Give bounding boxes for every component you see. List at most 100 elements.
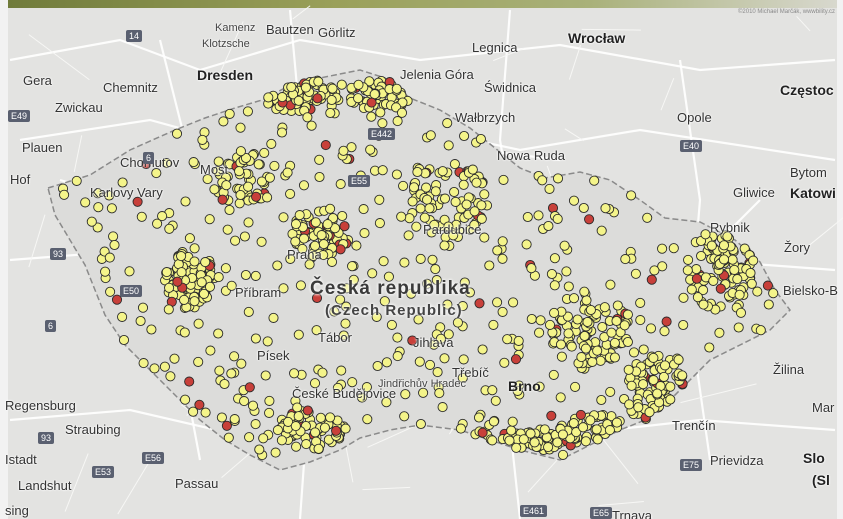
- city-label: Trenčín: [672, 418, 716, 433]
- marker-yellow: [381, 397, 392, 408]
- marker-yellow: [497, 253, 508, 264]
- marker-yellow: [294, 210, 305, 221]
- marker-yellow: [335, 294, 346, 305]
- marker-yellow: [399, 257, 410, 268]
- marker-yellow: [300, 82, 311, 93]
- marker-yellow: [585, 415, 596, 426]
- city-label: Žilina: [773, 362, 805, 377]
- marker-yellow: [698, 299, 709, 310]
- marker-red: [510, 354, 522, 365]
- marker-yellow: [592, 345, 603, 356]
- marker-yellow: [220, 263, 231, 274]
- marker-yellow: [596, 394, 607, 406]
- marker-yellow: [374, 218, 385, 229]
- city-label: Rybnik: [710, 220, 750, 235]
- marker-yellow: [163, 304, 174, 315]
- marker-yellow: [229, 414, 240, 425]
- marker-yellow: [278, 212, 289, 223]
- marker-yellow: [169, 353, 180, 364]
- marker-yellow: [285, 253, 296, 264]
- marker-yellow: [165, 371, 176, 382]
- city-label: Kamenz: [215, 22, 256, 34]
- marker-yellow: [628, 347, 640, 358]
- marker-yellow: [648, 352, 659, 363]
- minor-road: [117, 459, 152, 515]
- marker-yellow: [476, 200, 487, 211]
- marker-yellow: [623, 364, 634, 375]
- city-label: Brno: [508, 378, 541, 394]
- marker-yellow: [309, 240, 321, 251]
- marker-yellow: [218, 116, 229, 127]
- marker-yellow: [386, 319, 397, 330]
- marker-yellow: [518, 434, 529, 445]
- marker-yellow: [219, 378, 230, 390]
- marker-yellow: [313, 76, 324, 87]
- marker-yellow: [624, 399, 635, 410]
- marker-yellow: [622, 336, 633, 348]
- road-shield: E53: [92, 466, 115, 478]
- marker-yellow: [458, 179, 469, 190]
- marker-yellow: [282, 167, 293, 178]
- marker-yellow: [605, 279, 616, 290]
- marker-yellow: [336, 79, 347, 90]
- marker-yellow: [633, 402, 644, 413]
- marker-yellow: [748, 255, 759, 266]
- marker-red: [339, 221, 350, 232]
- marker-yellow: [234, 166, 245, 177]
- minor-road: [568, 44, 582, 80]
- marker-yellow: [264, 407, 275, 418]
- marker-yellow: [421, 278, 433, 289]
- marker-yellow: [341, 283, 352, 294]
- marker-yellow: [543, 442, 554, 453]
- marker-yellow: [548, 369, 559, 380]
- marker-yellow: [347, 377, 358, 388]
- marker-yellow: [589, 175, 600, 186]
- marker-yellow: [295, 280, 306, 291]
- marker-yellow: [755, 325, 766, 336]
- marker-yellow: [479, 189, 490, 200]
- marker-yellow: [367, 268, 378, 279]
- czech-border: [47, 69, 791, 471]
- marker-yellow: [635, 297, 646, 308]
- road-shield: 93: [38, 432, 55, 444]
- marker-red: [132, 196, 143, 207]
- marker-yellow: [413, 314, 424, 325]
- marker-yellow: [768, 288, 779, 299]
- marker-yellow: [378, 256, 389, 267]
- marker-yellow: [544, 183, 555, 194]
- marker-yellow: [419, 212, 430, 223]
- city-label: Praha: [287, 247, 322, 262]
- marker-yellow: [580, 436, 591, 447]
- marker-yellow: [457, 301, 468, 312]
- minor-road: [807, 217, 843, 247]
- marker-yellow: [606, 327, 617, 338]
- marker-yellow: [579, 286, 590, 297]
- marker-yellow: [691, 264, 702, 275]
- minor-road: [362, 486, 411, 491]
- marker-yellow: [117, 177, 128, 188]
- city-label: Częstoc: [780, 82, 834, 98]
- marker-yellow: [283, 416, 294, 427]
- marker-yellow: [297, 243, 308, 254]
- marker-yellow: [448, 230, 459, 241]
- marker-yellow: [511, 442, 522, 453]
- marker-yellow: [526, 313, 537, 325]
- marker-yellow: [392, 332, 403, 343]
- marker-yellow: [272, 425, 283, 436]
- marker-yellow: [348, 274, 359, 285]
- marker-yellow: [276, 435, 287, 446]
- marker-yellow: [630, 268, 641, 279]
- marker-yellow: [336, 365, 347, 376]
- marker-yellow: [379, 296, 390, 307]
- marker-yellow: [100, 266, 111, 277]
- marker-yellow: [392, 116, 403, 127]
- marker-yellow: [293, 411, 304, 422]
- marker-yellow: [568, 418, 579, 429]
- marker-yellow: [270, 447, 281, 458]
- marker-yellow: [366, 111, 377, 122]
- marker-yellow: [475, 133, 486, 145]
- minor-road: [492, 48, 524, 62]
- marker-yellow: [708, 275, 719, 286]
